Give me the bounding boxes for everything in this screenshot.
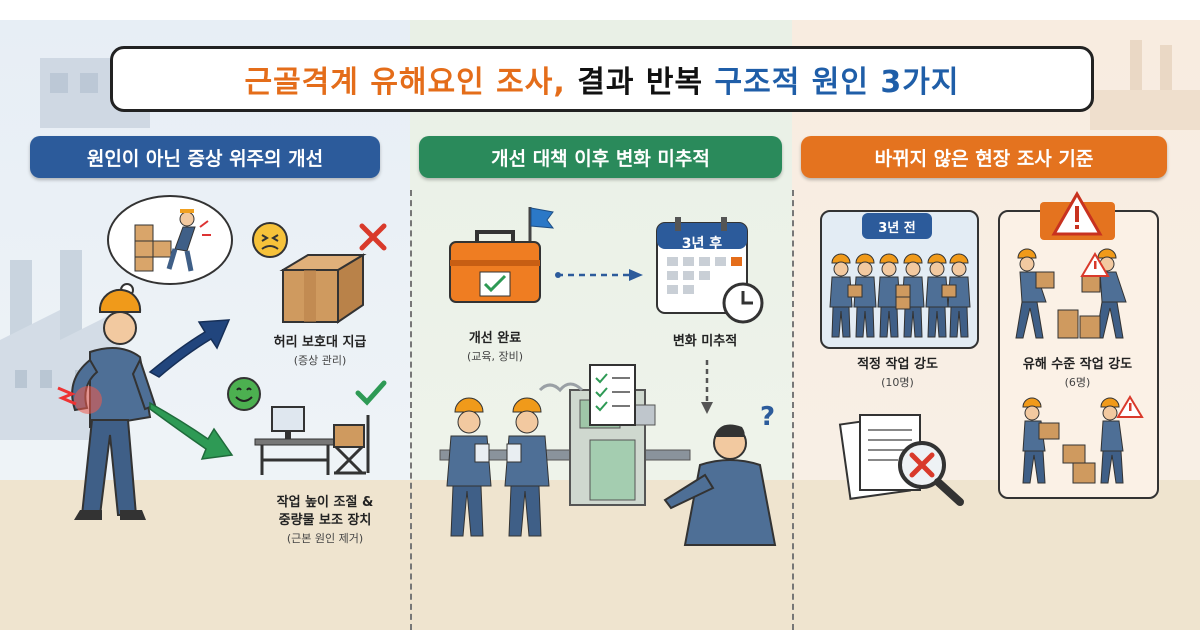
item-label: 적정 작업 강도 (857, 357, 938, 372)
item-sub-label: (6명) (1064, 376, 1091, 389)
title-part-2: 결과 반복 (577, 65, 704, 100)
item-height-adjust-label: 작업 높이 조절 & 중량물 보조 장치 (근본 원인 제거) (250, 494, 400, 548)
close-icon (359, 223, 387, 251)
warning-icon (1040, 190, 1115, 240)
item-sub-label: (10명) (881, 376, 914, 389)
document-search-icon (838, 414, 964, 506)
item-label: 개선 완료 (468, 331, 522, 346)
workstation-icon (254, 406, 370, 475)
lifting-workers-icon (1015, 248, 1127, 339)
item-label: 유해 수준 작업 강도 (1022, 357, 1133, 372)
item-sub-label: (증상 관리) (293, 354, 347, 367)
check-icon (355, 380, 387, 406)
toolbox-icon (449, 207, 555, 303)
item-label: 변화 미추적 (672, 334, 738, 349)
before-tag: 3년 전 (862, 213, 932, 239)
dashed-arrow-icon (555, 269, 643, 281)
arrow-down-icon (149, 401, 234, 460)
factory-icon (1090, 40, 1200, 130)
worker-pair-icon (446, 397, 550, 537)
item-proper-intensity-label: 적정 작업 강도 (10명) (830, 356, 965, 392)
item-waist-belt-label: 허리 보호대 지급 (증상 관리) (250, 334, 390, 370)
item-harmful-intensity-label: 유해 수준 작업 강도 (6명) (1005, 356, 1150, 392)
section-divider (792, 190, 794, 630)
section-2-banner: 개선 대책 이후 변화 미추적 (419, 136, 782, 178)
page-title: 근골격계 유해요인 조사, 결과 반복 구조적 원인 3가지 (110, 46, 1094, 112)
svg-text:?: ? (760, 402, 775, 432)
item-label-line-2: 중량물 보조 장치 (278, 513, 372, 528)
item-sub-label: (근본 원인 제거) (286, 532, 364, 545)
machine-icon (439, 364, 691, 506)
title-part-3: 구조적 원인 3가지 (714, 65, 960, 100)
dashed-arrow-down-icon (701, 360, 713, 414)
title-part-1: 근골격계 유해요인 조사, (244, 65, 566, 100)
thought-bubble-icon (107, 195, 233, 306)
calendar-icon (656, 217, 764, 324)
sad-face-icon (252, 222, 288, 258)
worker-back-pain-icon (57, 288, 157, 520)
box-icon (279, 253, 367, 324)
arrow-up-icon (148, 319, 231, 378)
item-improvement-done-label: 개선 완료 (교육, 장비) (440, 330, 550, 366)
lifting-workers-icon (1022, 395, 1144, 484)
worker-group-icon (829, 253, 971, 338)
section-divider (410, 190, 412, 630)
item-label: 허리 보호대 지급 (273, 335, 367, 350)
item-sub-label: (교육, 장비) (466, 350, 524, 363)
calendar-label: 3년 후 (681, 236, 723, 252)
section-1-banner: 원인이 아닌 증상 위주의 개선 (30, 136, 380, 178)
section-3-banner: 바뀌지 않은 현장 조사 기준 (801, 136, 1167, 178)
item-no-tracking-label: 변화 미추적 (655, 333, 755, 351)
smile-face-icon (227, 377, 261, 411)
item-label-line-1: 작업 높이 조절 & (276, 495, 374, 510)
confused-worker-icon: ? (663, 402, 777, 546)
